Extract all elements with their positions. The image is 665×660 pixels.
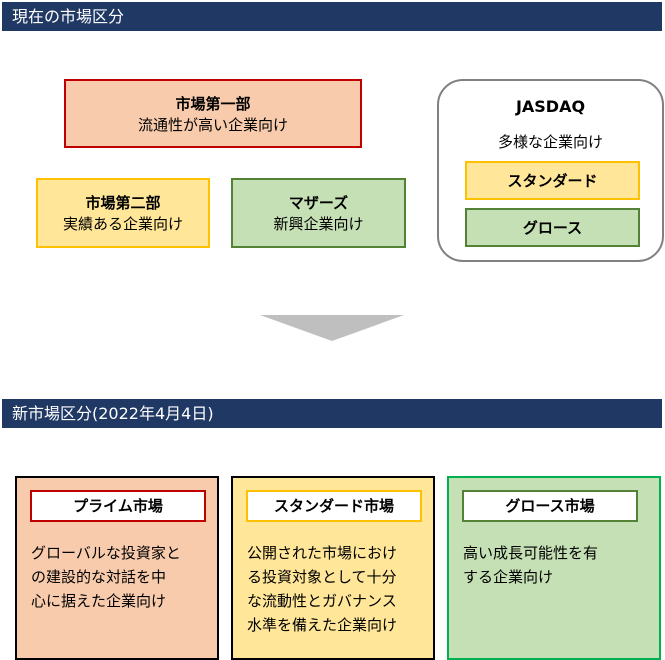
prime-market-title: プライム市場 xyxy=(30,490,206,522)
desc-line: の建設的な対話を中 xyxy=(31,568,167,586)
prime-market-card: プライム市場 グローバルな投資家と の建設的な対話を中 心に据えた企業向け xyxy=(15,476,219,660)
first-section-box: 市場第一部 流通性が高い企業向け xyxy=(64,79,362,148)
first-section-name: 市場第一部 xyxy=(175,94,251,113)
desc-line: る投資対象として十分 xyxy=(247,568,397,586)
down-arrow-icon xyxy=(260,315,404,341)
desc-line: な流動性とガバナンス xyxy=(247,592,397,610)
growth-market-card: グロース市場 高い成長可能性を有 する企業向け xyxy=(447,476,661,660)
prime-market-desc: グローバルな投資家と の建設的な対話を中 心に据えた企業向け xyxy=(31,541,181,613)
desc-line: 心に据えた企業向け xyxy=(31,592,167,610)
standard-market-desc: 公開された市場におけ る投資対象として十分 な流動性とガバナンス 水準を備えた企… xyxy=(247,541,397,637)
jasdaq-desc: 多様な企業向け xyxy=(497,133,603,151)
mothers-name: マザーズ xyxy=(288,194,349,212)
desc-line: 高い成長可能性を有 xyxy=(463,544,599,562)
current-market-header: 現在の市場区分 xyxy=(2,2,662,31)
desc-line: 公開された市場におけ xyxy=(247,544,398,562)
standard-market-card: スタンダード市場 公開された市場におけ る投資対象として十分 な流動性とガバナン… xyxy=(231,476,435,660)
desc-line: 水準を備えた企業向け xyxy=(247,616,398,634)
jasdaq-name: JASDAQ xyxy=(515,97,586,116)
jasdaq-growth-box: グロース xyxy=(465,208,640,247)
growth-market-desc: 高い成長可能性を有 する企業向け xyxy=(463,541,598,589)
mothers-box: マザーズ 新興企業向け xyxy=(231,178,406,248)
standard-market-title: スタンダード市場 xyxy=(246,490,422,522)
new-market-header: 新市場区分(2022年4月4日) xyxy=(2,399,662,428)
jasdaq-standard-box: スタンダード xyxy=(465,161,640,200)
growth-market-title: グロース市場 xyxy=(462,490,638,522)
second-section-desc: 実績ある企業向け xyxy=(62,215,183,233)
desc-line: する企業向け xyxy=(463,568,554,586)
mothers-desc: 新興企業向け xyxy=(273,215,364,233)
second-section-box: 市場第二部 実績ある企業向け xyxy=(36,178,210,248)
second-section-name: 市場第二部 xyxy=(85,194,161,212)
jasdaq-box: JASDAQ 多様な企業向け スタンダード グロース xyxy=(437,79,664,262)
first-section-desc: 流通性が高い企業向け xyxy=(137,115,288,134)
desc-line: グローバルな投資家と xyxy=(31,544,181,562)
